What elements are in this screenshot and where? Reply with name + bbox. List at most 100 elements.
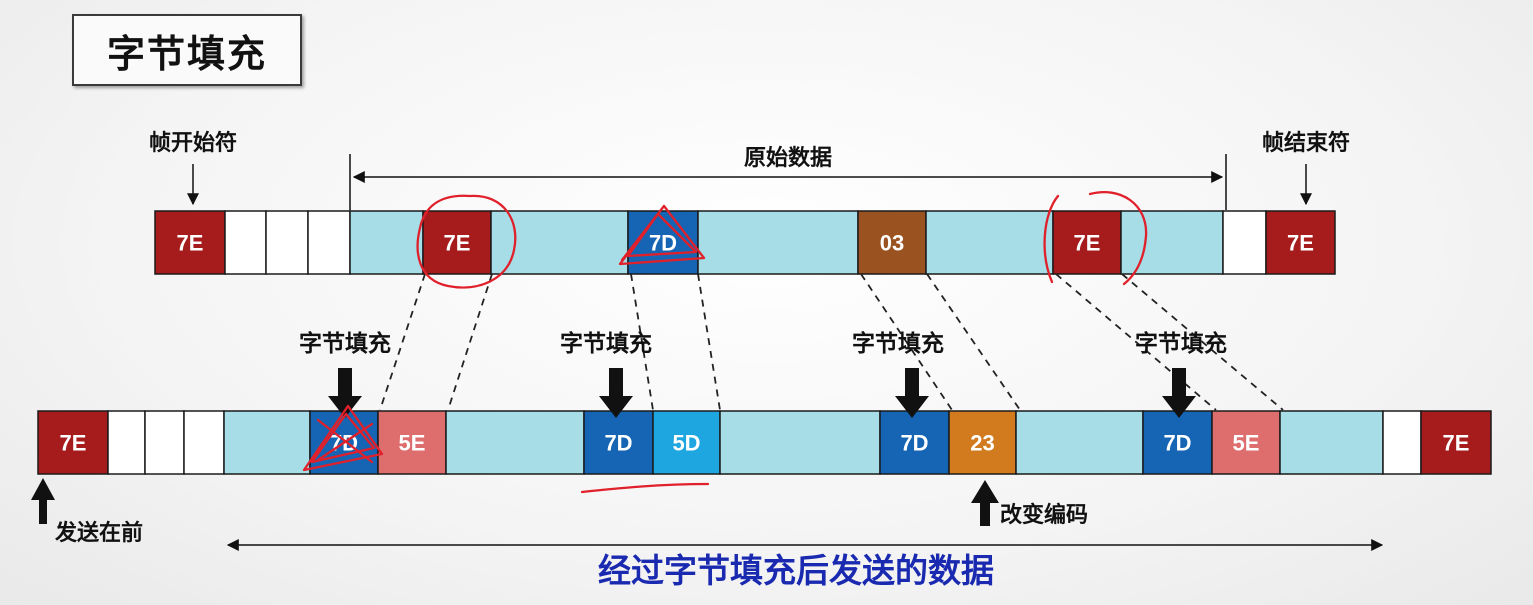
bottom-cell-box xyxy=(1420,410,1492,475)
top-cell-label: 7E xyxy=(1287,231,1314,256)
bottom-cell-empty xyxy=(183,410,225,475)
top-cell-7e: 7E xyxy=(154,210,226,275)
original-frame: 7E 7E 7D 03 7E 7E xyxy=(154,210,1336,275)
page-title: 字节填充 xyxy=(72,14,302,86)
top-cell-box xyxy=(1222,210,1267,275)
bottom-cell-label: 23 xyxy=(970,431,994,456)
stuffing-label-2: 字节填充 xyxy=(560,330,652,357)
top-cell-label: 7E xyxy=(444,231,471,256)
bottom-cell-7e: 7E xyxy=(37,410,109,475)
top-cell-box xyxy=(925,210,1054,275)
top-cell-box xyxy=(1052,210,1122,275)
bottom-cell-box xyxy=(37,410,109,475)
top-cell-box xyxy=(1265,210,1336,275)
bottom-cell-label: 7D xyxy=(1163,431,1191,456)
top-cell-7e: 7E xyxy=(1265,210,1336,275)
top-cell-label: 7E xyxy=(177,231,204,256)
bottom-cell-label: 5D xyxy=(672,431,700,456)
annotation-triangle-1b xyxy=(626,212,698,258)
top-cell-empty xyxy=(1222,210,1267,275)
bottom-cell-empty xyxy=(107,410,146,475)
bottom-cell-box xyxy=(377,410,447,475)
bottom-cell-7d: 7D xyxy=(879,410,950,475)
bottom-cell-empty xyxy=(144,410,185,475)
top-cell-box xyxy=(307,210,351,275)
annotation-bracket-right xyxy=(1088,191,1148,286)
top-cell-03: 03 xyxy=(857,210,927,275)
bottom-cell-box xyxy=(107,410,146,475)
stuffing-arrow-2 xyxy=(599,368,633,418)
bottom-cell-box xyxy=(183,410,225,475)
bottom-cell-box xyxy=(948,410,1017,475)
top-cell-empty xyxy=(265,210,309,275)
top-cell-label: 7E xyxy=(1074,231,1101,256)
bottom-cell-label: 7E xyxy=(60,431,87,456)
bottom-cell-data xyxy=(1015,410,1144,475)
send-first-up-arrow xyxy=(31,478,55,524)
bottom-cell-data xyxy=(445,410,585,475)
top-cell-data xyxy=(1120,210,1224,275)
bottom-cell-label: 7D xyxy=(900,431,928,456)
bottom-cell-23: 23 xyxy=(948,410,1017,475)
change-encoding-label: 改变编码 xyxy=(1000,502,1088,528)
top-cell-box xyxy=(224,210,267,275)
bottom-cell-box xyxy=(1015,410,1144,475)
bottom-cell-box xyxy=(1279,410,1384,475)
bottom-cell-box xyxy=(223,410,311,475)
stuffing-markers: 字节填充 字节填充 字节填充 字节填充 xyxy=(299,330,1227,418)
bottom-cell-box xyxy=(1142,410,1213,475)
bottom-cell-box xyxy=(583,410,654,475)
top-cell-data xyxy=(697,210,859,275)
top-cell-box xyxy=(349,210,424,275)
top-cell-box xyxy=(1120,210,1224,275)
top-cell-7e: 7E xyxy=(1052,210,1122,275)
top-cell-box xyxy=(154,210,226,275)
change-encoding-up-arrow xyxy=(971,480,999,526)
top-cell-7e: 7E xyxy=(422,210,492,275)
stuffing-arrow-1 xyxy=(328,368,362,418)
bottom-cell-box xyxy=(652,410,721,475)
bottom-cell-5e: 5E xyxy=(377,410,447,475)
bottom-cell-data xyxy=(1279,410,1384,475)
bottom-cell-data xyxy=(223,410,311,475)
bottom-cell-box xyxy=(879,410,950,475)
bottom-cell-box xyxy=(1382,410,1422,475)
stuffing-label-1: 字节填充 xyxy=(299,330,391,357)
bottom-cell-empty xyxy=(1382,410,1422,475)
top-cell-box xyxy=(697,210,859,275)
bottom-cell-box xyxy=(144,410,185,475)
mapping-lines xyxy=(379,273,1284,411)
bottom-cell-label: 7E xyxy=(1443,431,1470,456)
bottom-cell-7d: 7D xyxy=(583,410,654,475)
original-data-label: 原始数据 xyxy=(744,145,832,171)
top-cell-label: 03 xyxy=(880,231,904,256)
top-cell-box xyxy=(857,210,927,275)
bottom-cell-box xyxy=(719,410,881,475)
annotation-circle-1 xyxy=(416,194,517,289)
bottom-cell-box xyxy=(445,410,585,475)
bottom-cell-7e: 7E xyxy=(1420,410,1492,475)
stuffing-label-4: 字节填充 xyxy=(1135,330,1227,357)
sent-data-caption: 经过字节填充后发送的数据 xyxy=(598,551,994,590)
bottom-cell-5d: 5D xyxy=(652,410,721,475)
bottom-cell-7d: 7D xyxy=(1142,410,1213,475)
top-cell-box xyxy=(265,210,309,275)
stuffing-arrow-4 xyxy=(1162,368,1196,418)
top-cell-data xyxy=(349,210,424,275)
annotation-cross xyxy=(316,418,374,464)
top-cell-empty xyxy=(224,210,267,275)
bottom-cell-data xyxy=(719,410,881,475)
bottom-cell-label: 7D xyxy=(604,431,632,456)
top-cell-data xyxy=(925,210,1054,275)
top-cell-label: 7D xyxy=(649,231,677,256)
bottom-cell-5e: 5E xyxy=(1211,410,1281,475)
stuffing-arrow-3 xyxy=(895,368,929,418)
bottom-cell-label: 5E xyxy=(1233,431,1260,456)
bottom-cell-label: 5E xyxy=(399,431,426,456)
bottom-cell-box xyxy=(1211,410,1281,475)
annotation-bracket-left xyxy=(1043,194,1060,284)
hand-annotations xyxy=(302,191,1148,494)
send-first-label: 发送在前 xyxy=(54,520,143,546)
